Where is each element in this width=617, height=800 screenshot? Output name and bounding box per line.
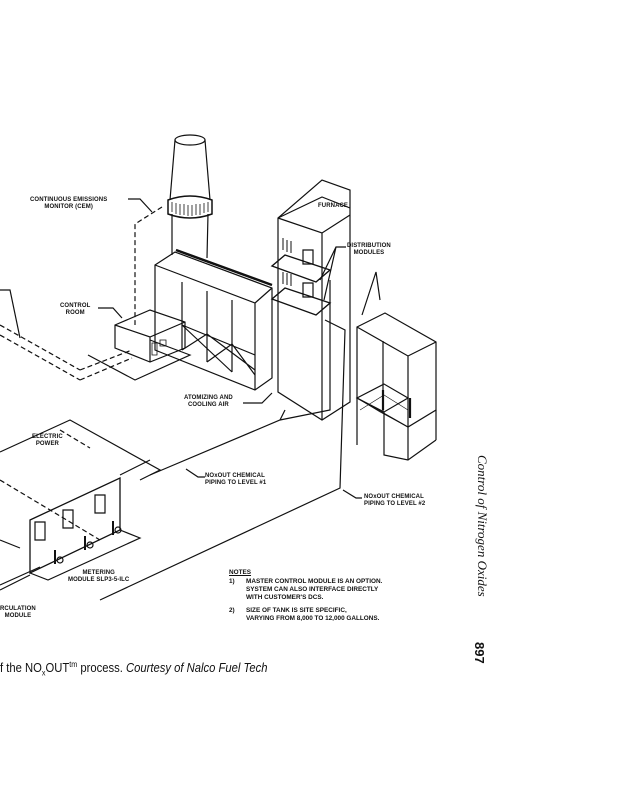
label-atomizing-air: ATOMIZING AND COOLING AIR: [184, 395, 233, 408]
figure-caption: f the NOxOUTtm process. Courtesy of Nalc…: [0, 660, 268, 678]
cem-leader: [128, 198, 153, 213]
caption-credit: Courtesy of Nalco Fuel Tech: [126, 661, 268, 676]
label-control-room: CONTROL ROOM: [60, 303, 91, 316]
piping-2-leader: [342, 489, 362, 499]
running-head: Control of Nitrogen Oxides: [475, 455, 490, 597]
stack: [167, 134, 213, 259]
boiler-housing: [154, 248, 273, 391]
caption-text: OUT: [45, 661, 70, 676]
control-room: [87, 309, 192, 381]
piping-1-leader: [185, 468, 205, 478]
atomizing-leader: [243, 392, 273, 404]
note-item: 2) SIZE OF TANK IS SITE SPECIFIC, VARYIN…: [229, 607, 382, 623]
label-furnace: FURNACE: [318, 203, 349, 209]
label-distribution-modules: DISTRIBUTION MODULES: [347, 243, 391, 256]
note-text: MASTER CONTROL MODULE IS AN OPTION. SYST…: [246, 578, 383, 601]
label-metering-module: METERING MODULE SLP3-5-ILC: [68, 570, 130, 583]
piping-level-2: [99, 319, 346, 601]
note-item: 1) MASTER CONTROL MODULE IS AN OPTION. S…: [229, 578, 382, 602]
label-piping-level-2: NOxOUT CHEMICAL PIPING TO LEVEL #2: [364, 494, 426, 507]
caption-subscript: x: [41, 668, 46, 678]
note-number: 2): [229, 607, 235, 614]
notes-heading: NOTES: [229, 569, 252, 576]
distribution-leader: [319, 246, 346, 301]
label-piping-level-1: NOxOUT CHEMICAL PIPING TO LEVEL #1: [205, 473, 267, 486]
cem-signal-line: [134, 206, 163, 325]
metering-module: [29, 476, 142, 581]
label-electric-power: ELECTRIC POWER: [32, 434, 63, 447]
chemical-storage-modules: [355, 312, 437, 461]
control-room-leader: [98, 307, 123, 319]
caption-text: process.: [77, 661, 127, 676]
label-cem: CONTINUOUS EMISSIONS MONITOR (CEM): [30, 197, 108, 210]
note-text: SIZE OF TANK IS SITE SPECIFIC, VARYING F…: [246, 607, 380, 622]
notes: NOTES 1) MASTER CONTROL MODULE IS AN OPT…: [229, 569, 382, 623]
label-circulation-module: RCULATION MODULE: [0, 606, 36, 619]
caption-superscript: tm: [69, 660, 78, 669]
piping-level-1: [149, 280, 331, 476]
page-number: 897: [472, 642, 487, 664]
furnace: [270, 179, 351, 421]
caption-text: f the NO: [0, 661, 42, 676]
note-number: 1): [229, 578, 235, 585]
